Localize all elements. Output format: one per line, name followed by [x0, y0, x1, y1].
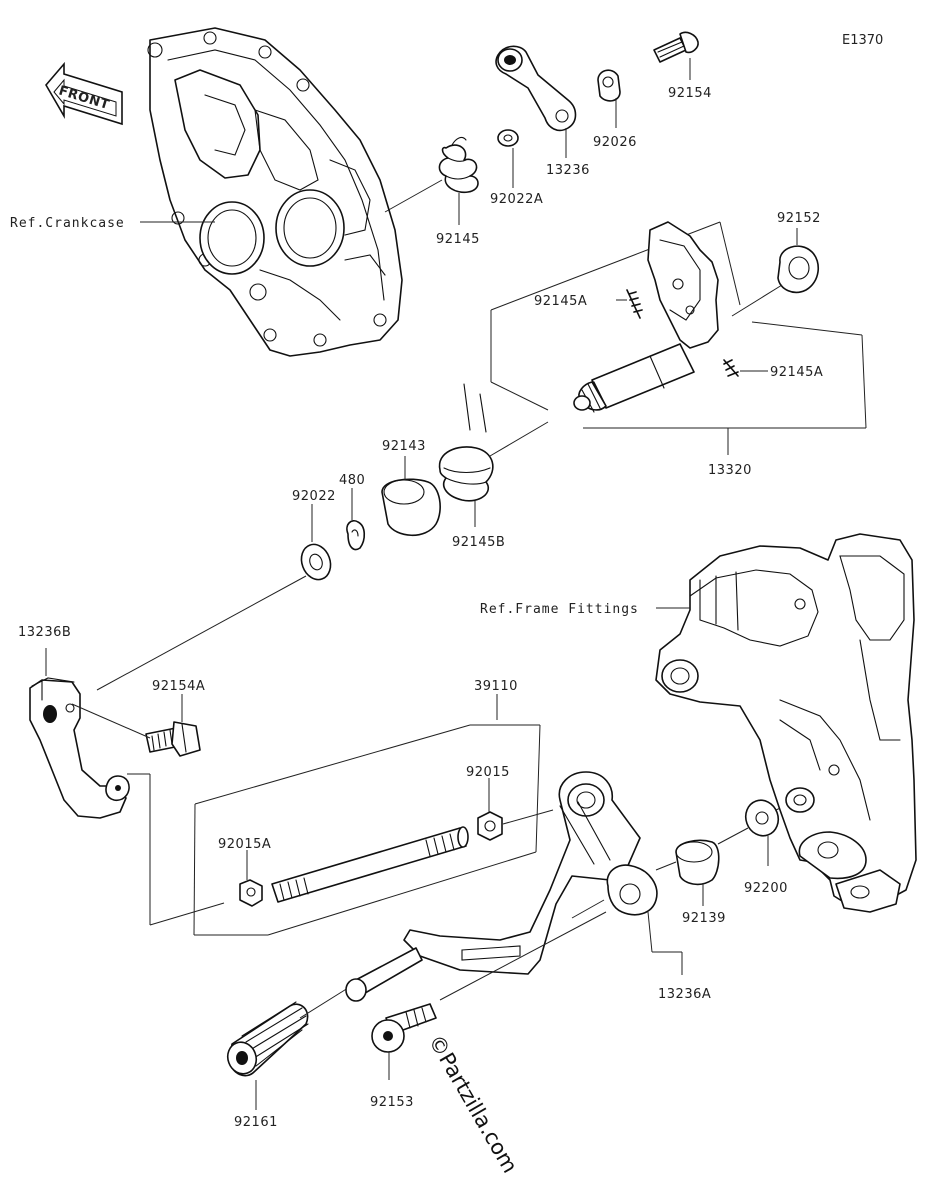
callout-92145A-2: 92145A [770, 365, 823, 380]
part-92153-bolt [371, 1003, 437, 1053]
part-92152-collar [777, 245, 819, 294]
callout-92200: 92200 [744, 881, 788, 896]
callout-92143: 92143 [382, 439, 426, 454]
callout-92154: 92154 [668, 86, 712, 101]
callout-480: 480 [339, 473, 365, 488]
part-92161-pedal-rubber [226, 1001, 309, 1077]
callout-92145: 92145 [436, 232, 480, 247]
part-92015A-nut [239, 879, 263, 907]
ref-crankcase-label: Ref.Crankcase [10, 216, 125, 231]
callout-92152: 92152 [777, 211, 821, 226]
frame-fittings-illustration [655, 533, 917, 913]
callout-13236A: 13236A [658, 987, 711, 1002]
part-92154A-bolt [145, 721, 201, 757]
part-92154-bolt [653, 31, 699, 63]
part-13236B-lever [29, 677, 130, 819]
part-92145A-spring-1 [626, 289, 643, 319]
part-92015-nut [477, 811, 503, 841]
callout-92015A: 92015A [218, 837, 271, 852]
part-92139-bushing [675, 839, 720, 886]
callout-39110: 39110 [474, 679, 518, 694]
callout-92022: 92022 [292, 489, 336, 504]
callout-92161: 92161 [234, 1115, 278, 1130]
diagram-code: E1370 [842, 33, 883, 48]
callout-92153: 92153 [370, 1095, 414, 1110]
part-92022-washer [300, 543, 332, 581]
part-13236A-shift-pedal [403, 771, 658, 975]
part-39110-tie-rod [271, 826, 469, 903]
callout-92015: 92015 [466, 765, 510, 780]
callout-92022A: 92022A [490, 192, 543, 207]
crankcase-cover-illustration [147, 27, 403, 357]
part-92143-bushing [381, 478, 441, 536]
part-92022A-washer [497, 129, 519, 147]
callout-92026: 92026 [593, 135, 637, 150]
part-92026-washer [597, 69, 621, 102]
part-92145A-spring-2 [723, 359, 739, 377]
part-480-circlip [346, 519, 366, 551]
watermark-text: ©Partzilla.com [424, 1031, 522, 1178]
part-92200-washer [744, 799, 780, 837]
callout-92139: 92139 [682, 911, 726, 926]
part-92145-spring [438, 136, 479, 194]
callout-13320: 13320 [708, 463, 752, 478]
callout-92154A: 92154A [152, 679, 205, 694]
part-92145B-torsion-spring [438, 383, 494, 502]
callout-92145B: 92145B [452, 535, 505, 550]
part-13320-shift-shaft [573, 221, 719, 413]
ref-frame-fittings-label: Ref.Frame Fittings [480, 602, 639, 617]
front-arrow-icon: FRONT [45, 61, 123, 126]
callout-92145A-1: 92145A [534, 294, 587, 309]
part-pedal-step-pin [345, 947, 423, 1002]
part-13236-lever [495, 45, 577, 132]
callout-13236: 13236 [546, 163, 590, 178]
callout-13236B: 13236B [18, 625, 71, 640]
